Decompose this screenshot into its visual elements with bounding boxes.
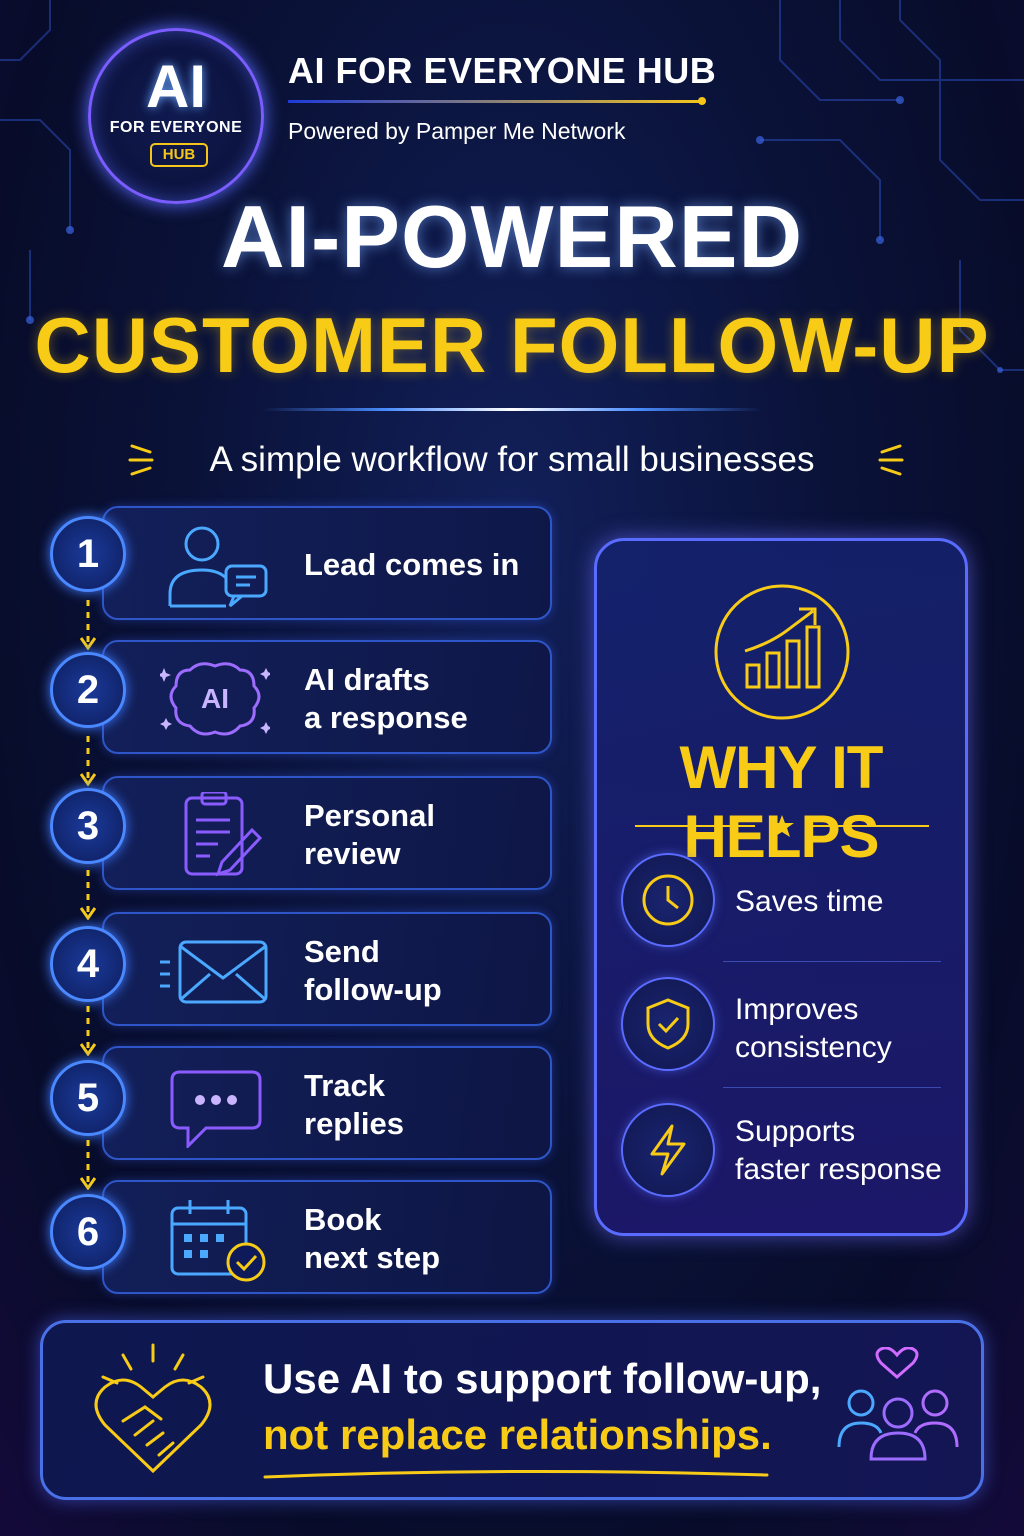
hub-logo: AI FOR EVERYONE HUB [88,28,264,204]
step-arrow-1-icon [80,600,96,650]
envelope-icon [160,940,268,1004]
ai-brain-icon: AI [160,662,270,736]
handshake-heart-icon [94,1343,212,1474]
step-card-3: Personal review [102,776,552,890]
step-label-5: Track replies [304,1068,404,1141]
step-label-2: AI drafts a response [304,662,468,735]
step-label-1: Lead comes in [304,547,520,582]
step-card-4: Send follow-up [102,912,552,1026]
lightning-icon [621,1103,715,1197]
banner-line1: Use AI to support follow-up, [263,1355,822,1402]
why-title: WHY IT HELPS [679,734,884,870]
step-label-6: Book next step [304,1202,441,1275]
step-number-2: 2 [50,652,126,728]
logo-ai-text: AI [146,53,206,120]
step-number-3: 3 [50,788,126,864]
tagline: A simple workflow for small businesses [209,440,815,479]
star-divider-icon [635,815,929,837]
why-it-helps-card: WHY IT HELPS Saves time Improves consist… [594,538,968,1236]
bottom-banner: Use AI to support follow-up, not replace… [40,1320,984,1500]
step-card-2: AI AI drafts a response [102,640,552,754]
step-number-4: 4 [50,926,126,1002]
user-chat-icon [168,526,268,608]
spark-left-icon [128,444,154,476]
benefit-separator-2 [723,1087,941,1088]
step-number-5: 5 [50,1060,126,1136]
benefit-separator-1 [723,961,941,962]
main-title-line1: AI-POWERED [221,187,803,286]
brand-underline [288,97,706,105]
step-arrow-3-icon [80,870,96,920]
banner-line2: not replace relationships. [263,1411,772,1458]
growth-chart-icon [714,584,850,720]
benefit-label-2: Improves consistency [735,993,892,1064]
step-arrow-5-icon [80,1140,96,1190]
title-glow-divider [262,408,762,411]
clipboard-pen-icon [184,792,263,877]
step-number-1: 1 [50,516,126,592]
logo-hub-badge: HUB [150,143,208,167]
step-arrow-4-icon [80,1006,96,1056]
shield-check-icon [621,977,715,1071]
svg-text:AI: AI [201,683,229,714]
calendar-check-icon [170,1200,266,1282]
chat-bubble-icon [170,1070,262,1148]
community-heart-icon [837,1347,959,1461]
spark-right-icon [878,444,904,476]
step-number-6: 6 [50,1194,126,1270]
step-card-5: Track replies [102,1046,552,1160]
benefit-label-1: Saves time [735,885,884,918]
step-label-4: Send follow-up [304,934,442,1007]
banner-underline [263,1469,769,1479]
brand-title: AI FOR EVERYONE HUB [288,50,717,91]
clock-icon [621,853,715,947]
benefit-label-3: Supports faster response [735,1115,942,1186]
logo-subtitle: FOR EVERYONE [109,119,243,136]
step-label-3: Personal review [304,798,435,871]
step-arrow-2-icon [80,736,96,786]
step-card-1: Lead comes in [102,506,552,620]
main-title-line2: CUSTOMER FOLLOW-UP [34,301,990,389]
brand-subtitle: Powered by Pamper Me Network [288,118,626,144]
step-card-6: Book next step [102,1180,552,1294]
